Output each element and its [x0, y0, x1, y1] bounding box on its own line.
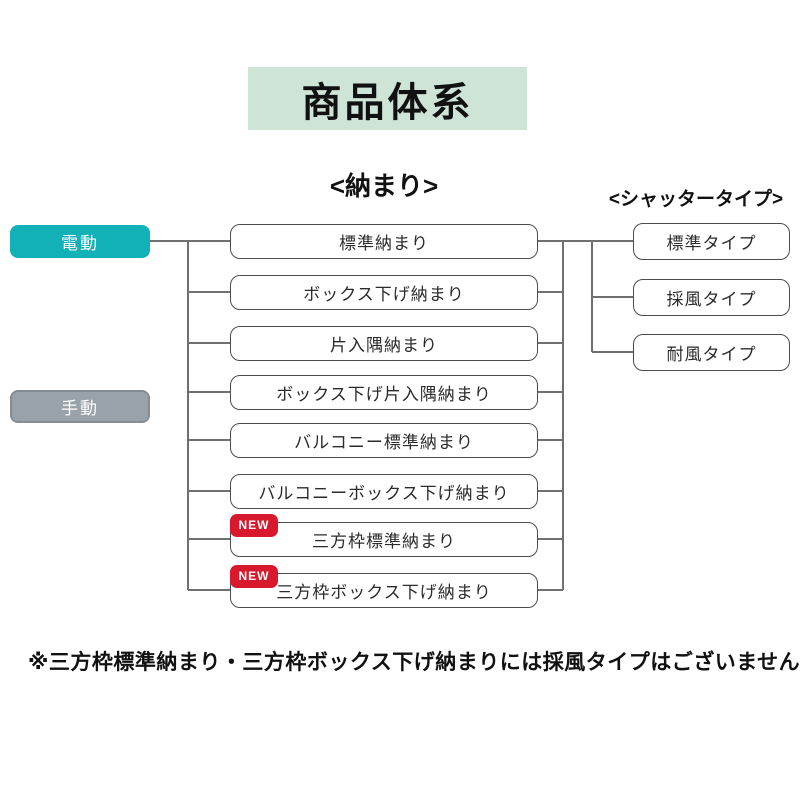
column-header-osamari: <納まり>	[329, 171, 439, 201]
connector-line	[187, 241, 189, 590]
osamari-box: 三方枠ボックス下げ納まり	[230, 572, 538, 608]
connector-line	[538, 391, 563, 393]
shutter-box: 採風タイプ	[633, 278, 790, 316]
osamari-box: ボックス下げ納まり	[230, 274, 538, 310]
new-badge: NEW	[230, 513, 278, 537]
connector-line	[150, 240, 230, 242]
column-header-shutter: <シャッタータイプ>	[608, 189, 784, 210]
connector-line	[188, 291, 230, 293]
connector-line	[188, 589, 230, 591]
connector-line	[538, 538, 563, 540]
connector-line	[538, 342, 563, 344]
osamari-box: ボックス下げ片入隅納まり	[230, 374, 538, 410]
connector-line	[563, 240, 633, 242]
connector-line	[538, 439, 563, 441]
connector-line	[562, 241, 564, 590]
shutter-box: 標準タイプ	[633, 222, 790, 260]
osamari-box: 三方枠標準納まり	[230, 521, 538, 557]
connector-line	[188, 538, 230, 540]
footnote: ※三方枠標準納まり・三方枠ボックス下げ納まりには採風タイプはございません。	[28, 651, 800, 674]
osamari-box: 標準納まり	[230, 223, 538, 259]
connector-line	[592, 296, 633, 298]
osamari-box: バルコニーボックス下げ納まり	[230, 473, 538, 509]
drive-box-manual: 手動	[10, 390, 150, 423]
connector-line	[538, 291, 563, 293]
connector-line	[538, 240, 563, 242]
connector-line	[188, 439, 230, 441]
connector-line	[188, 342, 230, 344]
shutter-box: 耐風タイプ	[633, 333, 790, 371]
osamari-box: バルコニー標準納まり	[230, 422, 538, 458]
drive-box-electric: 電動	[10, 225, 150, 258]
connector-line	[188, 490, 230, 492]
connector-line	[188, 391, 230, 393]
page-title: 商品体系	[248, 67, 527, 130]
connector-line	[592, 351, 633, 353]
connector-line	[538, 490, 563, 492]
osamari-box: 片入隅納まり	[230, 325, 538, 361]
new-badge: NEW	[230, 564, 278, 588]
connector-line	[538, 589, 563, 591]
